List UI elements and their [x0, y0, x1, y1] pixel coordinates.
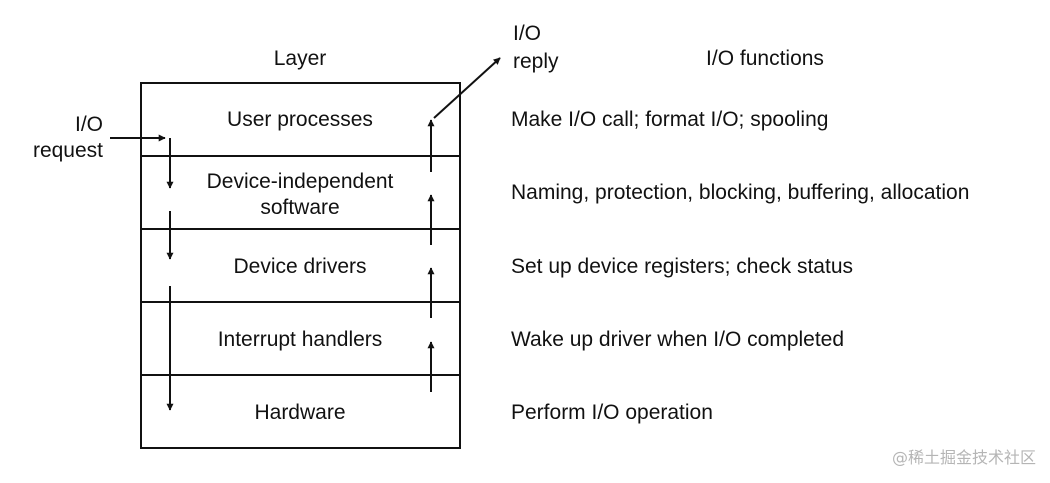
- watermark: @稀土掘金技术社区: [892, 448, 1036, 467]
- layer-user-processes: User processes: [227, 108, 373, 131]
- io-reply-label-line2: reply: [513, 50, 559, 73]
- io-functions-header: I/O functions: [706, 47, 824, 70]
- io-request-label-line2: request: [33, 139, 103, 162]
- function-hardware: Perform I/O operation: [511, 401, 713, 424]
- function-device-drivers: Set up device registers; check status: [511, 255, 853, 278]
- io-request-label-line1: I/O: [75, 113, 103, 136]
- layer-hardware: Hardware: [254, 401, 345, 424]
- io-reply-arrow: [433, 57, 501, 119]
- io-reply-label-line1: I/O: [513, 22, 541, 45]
- function-user-processes: Make I/O call; format I/O; spooling: [511, 108, 828, 131]
- layer-device-drivers: Device drivers: [233, 255, 366, 278]
- layer-device-independent-line1: Device-independent: [207, 170, 394, 193]
- layer-device-independent-line2: software: [260, 196, 339, 219]
- layer-interrupt-handlers: Interrupt handlers: [218, 328, 383, 351]
- layer-stack-box: [140, 82, 461, 449]
- layer-header: Layer: [274, 47, 327, 70]
- function-device-independent: Naming, protection, blocking, buffering,…: [511, 181, 969, 204]
- function-interrupt-handlers: Wake up driver when I/O completed: [511, 328, 844, 351]
